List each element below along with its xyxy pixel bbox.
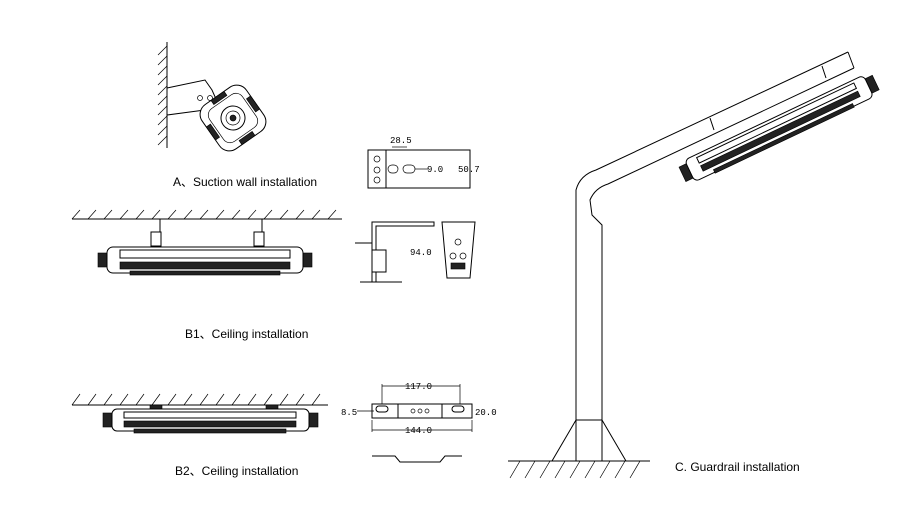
ground-hatching	[509, 460, 641, 479]
guardrail-lamp-body	[678, 74, 880, 182]
wall-hatching	[157, 45, 168, 146]
caption-wall: A、Suction wall installation	[173, 175, 317, 189]
ceiling2-lamp-body	[102, 408, 319, 434]
caption-guardrail: C. Guardrail installation	[675, 460, 800, 474]
pole-inner-edge	[589, 67, 855, 461]
pole-base	[551, 419, 627, 462]
ceiling2-hatching	[71, 393, 321, 406]
ceiling1-hatching	[71, 209, 337, 220]
guardrail-figure: C. Guardrail installation	[508, 51, 880, 479]
pole-outer-edge	[575, 51, 849, 461]
ceiling1-figure: B1、Ceiling installation	[71, 209, 342, 341]
ceiling2-figure: B2、Ceiling installation	[71, 393, 328, 478]
wall-bracket-detail: 28.5 9.0 50.7	[367, 136, 480, 189]
ceiling1-lamp-body	[97, 246, 313, 276]
wall-installation-figure: A、Suction wall installation	[157, 42, 317, 189]
plate-profile	[372, 455, 462, 463]
dim-ceiling-bracket-height: 94.0	[410, 248, 432, 258]
dim-wall-bracket-length: 50.7	[458, 165, 480, 175]
mounting-plate-detail: 117.0 8.5 20.0 144.0	[341, 382, 497, 463]
dim-plate-height: 20.0	[475, 408, 497, 418]
dim-wall-bracket-slot: 9.0	[427, 165, 443, 175]
dim-plate-length: 144.0	[405, 426, 432, 436]
ceiling-bracket-detail: 94.0	[355, 221, 476, 283]
dim-wall-bracket-width: 28.5	[390, 136, 412, 146]
caption-ceiling2: B2、Ceiling installation	[175, 464, 298, 478]
dim-plate-hole-spacing: 117.0	[405, 382, 432, 392]
wall-lamp-body	[199, 84, 267, 152]
caption-ceiling1: B1、Ceiling installation	[185, 327, 308, 341]
dim-plate-slot: 8.5	[341, 408, 357, 418]
